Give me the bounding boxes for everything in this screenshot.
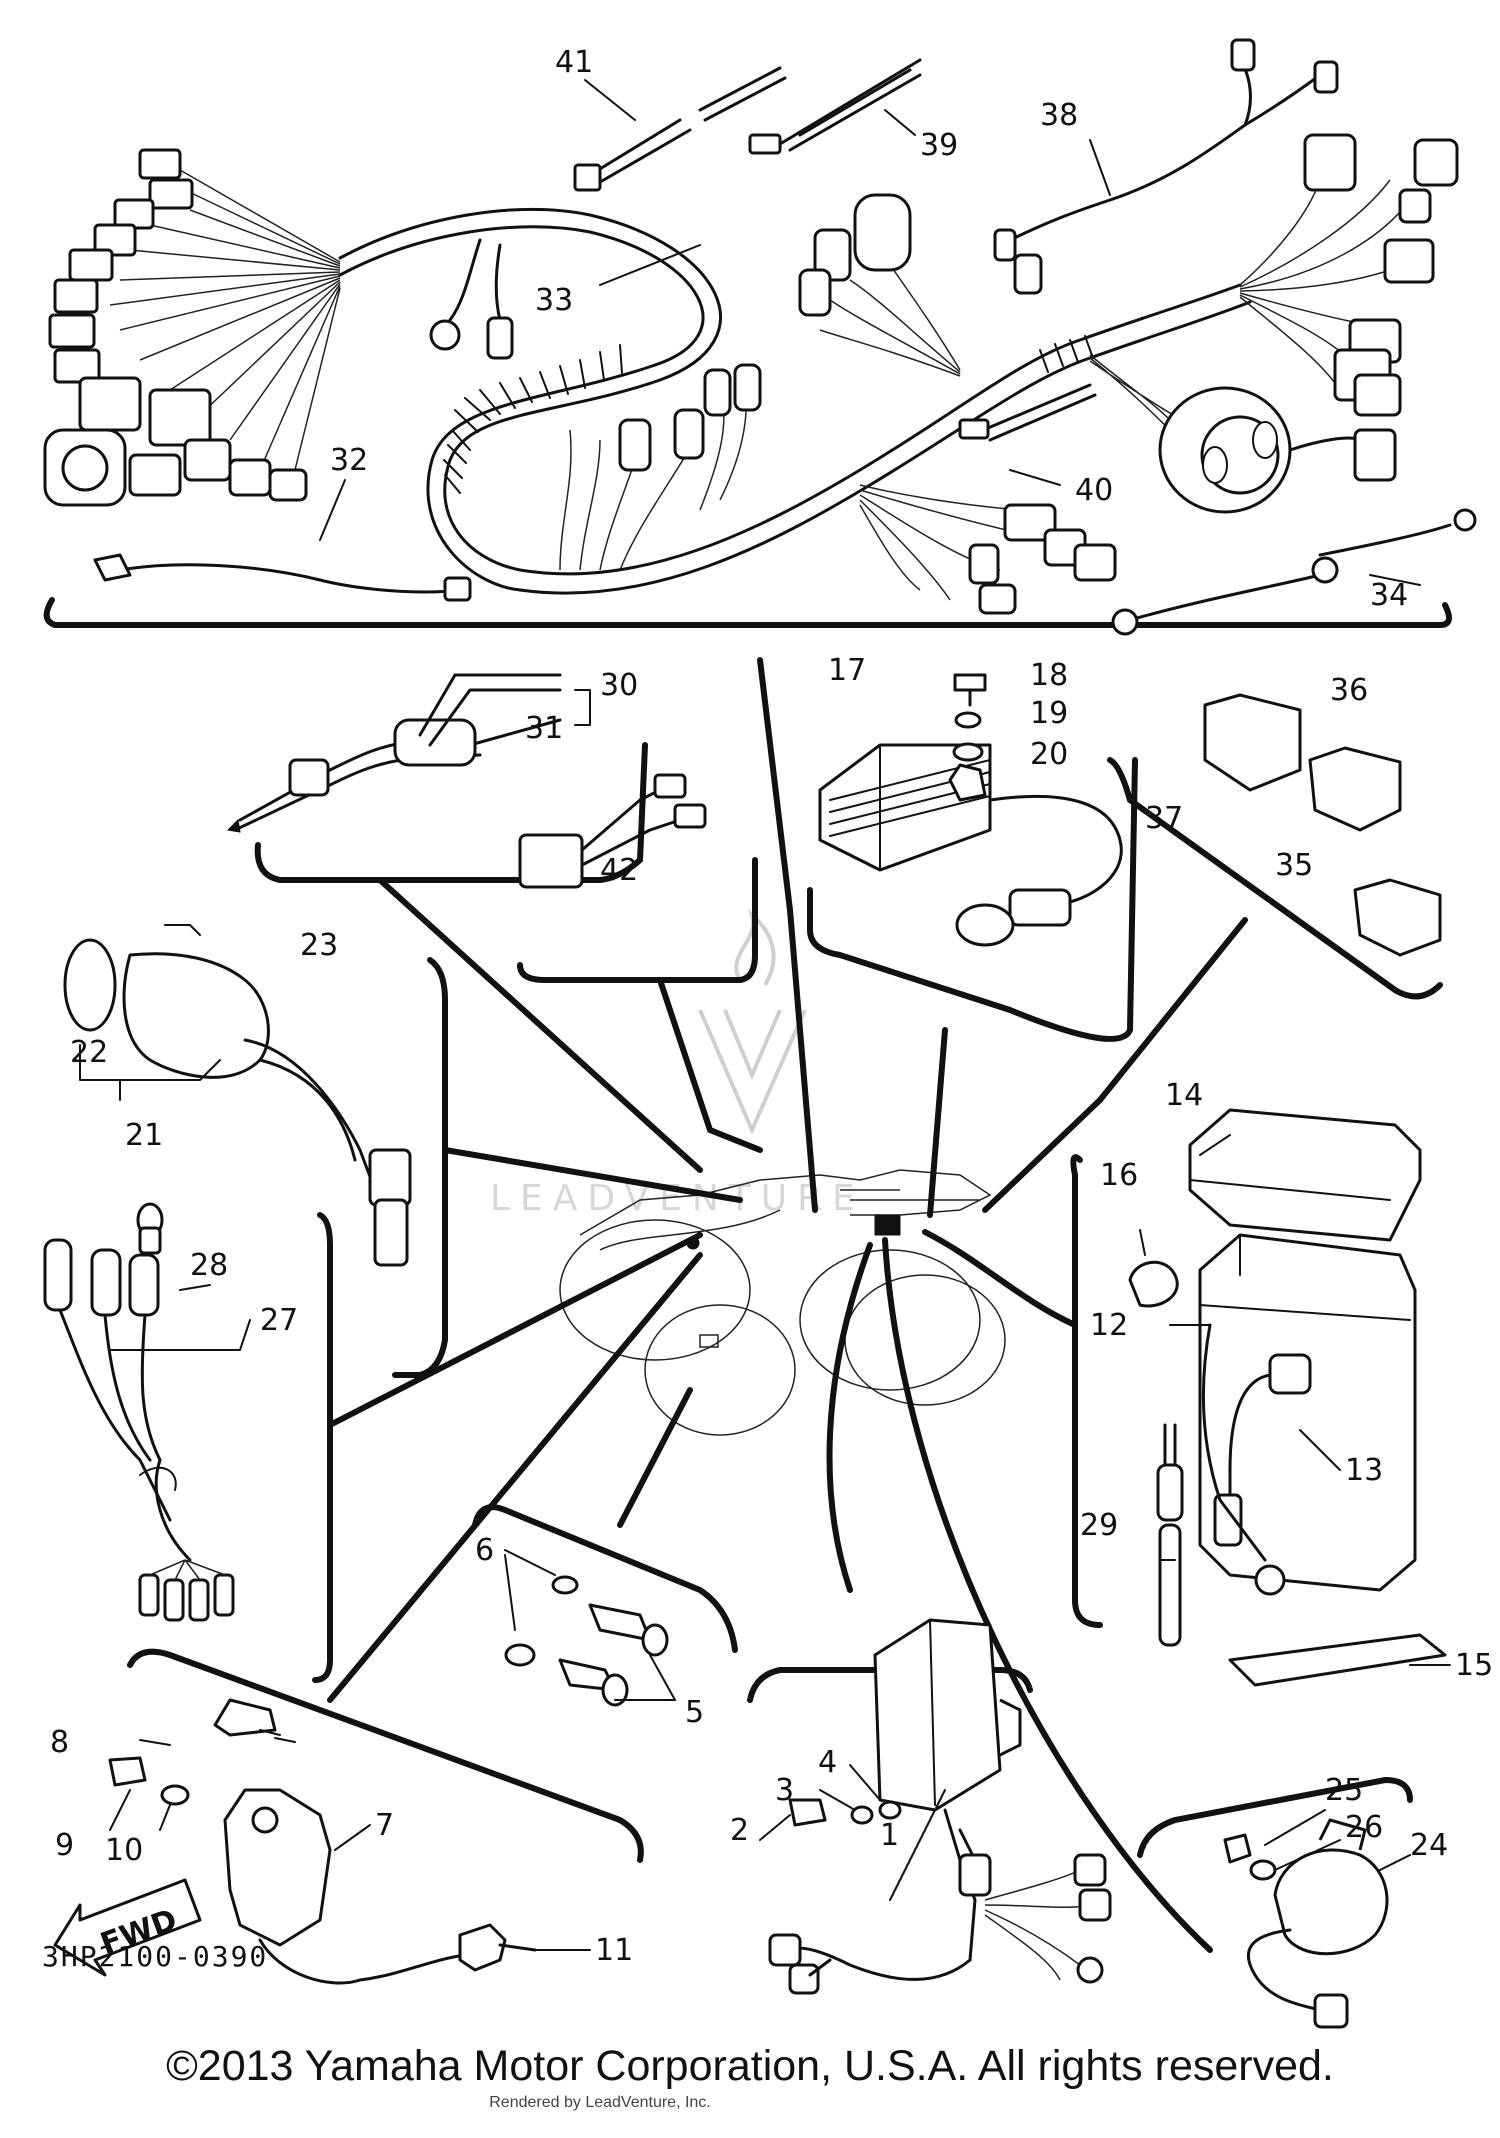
callout-31: 31 — [525, 711, 563, 746]
callout-8: 8 — [50, 1725, 69, 1760]
cdi-unit-group — [747, 1618, 1112, 1995]
callout-17: 17 — [828, 653, 866, 688]
callout-10: 10 — [105, 1833, 143, 1868]
rendered-by-note: Rendered by LeadVenture, Inc. — [489, 2094, 711, 2111]
callout-15: 15 — [1455, 1648, 1493, 1683]
callout-40: 40 — [1075, 473, 1113, 508]
callout-38: 38 — [1040, 98, 1078, 133]
callout-42: 42 — [600, 853, 638, 888]
callout-32: 32 — [330, 443, 368, 478]
watermark-text: LEADVENTURE — [490, 1178, 865, 1219]
callout-25: 25 — [1325, 1773, 1363, 1808]
callout-14: 14 — [1165, 1078, 1203, 1113]
bolt-group — [472, 1504, 738, 1707]
watermark: LEADVENTURE — [490, 908, 865, 1219]
callout-36: 36 — [1330, 673, 1368, 708]
frame-locator — [327, 657, 1248, 1953]
callout-22: 22 — [70, 1035, 108, 1070]
callout-39: 39 — [920, 128, 958, 163]
callout-18: 18 — [1030, 658, 1068, 693]
copyright-notice: ©2013 Yamaha Motor Corporation, U.S.A. A… — [166, 2042, 1334, 2090]
callout-27: 27 — [260, 1303, 298, 1338]
relay-group — [1137, 1776, 1413, 2029]
callout-4: 4 — [818, 1745, 837, 1780]
callout-20: 20 — [1030, 737, 1068, 772]
callout-41: 41 — [555, 45, 593, 80]
callout-11: 11 — [595, 1933, 633, 1968]
callout-23: 23 — [300, 928, 338, 963]
top-leaders — [319, 79, 1421, 586]
callout-33: 33 — [535, 283, 573, 318]
callout-21: 21 — [125, 1118, 163, 1153]
middle-groups — [63, 673, 1443, 1378]
callout-26: 26 — [1345, 1810, 1383, 1845]
callout-16: 16 — [1100, 1158, 1138, 1193]
fwd-arrow-icon: FWD — [53, 1878, 202, 1977]
lamp-socket-group — [43, 1202, 333, 1683]
callout-6: 6 — [475, 1533, 494, 1568]
callout-7: 7 — [375, 1808, 394, 1843]
callout-28: 28 — [190, 1248, 228, 1283]
callout-5: 5 — [685, 1695, 704, 1730]
callout-9: 9 — [55, 1828, 74, 1863]
battery-group — [1070, 1108, 1451, 1687]
callout-19: 19 — [1030, 696, 1068, 731]
callout-13: 13 — [1345, 1453, 1383, 1488]
reference-code: 3HP2100-0390 — [42, 1940, 269, 1973]
callout-24: 24 — [1410, 1828, 1448, 1863]
callout-12: 12 — [1090, 1308, 1128, 1343]
callout-35: 35 — [1275, 848, 1313, 883]
main-harness — [43, 38, 1477, 636]
callout-34: 34 — [1370, 578, 1408, 613]
callout-37: 37 — [1145, 801, 1183, 836]
callout-29: 29 — [1080, 1508, 1118, 1543]
ignition-coil-group: FWD — [53, 1648, 644, 1985]
callout-labels: 1 2 3 4 5 6 7 8 9 10 11 12 13 14 15 16 1… — [50, 45, 1493, 1968]
callout-1: 1 — [880, 1818, 899, 1853]
callout-30: 30 — [600, 668, 638, 703]
callout-3: 3 — [775, 1773, 794, 1808]
callout-2: 2 — [730, 1813, 749, 1848]
